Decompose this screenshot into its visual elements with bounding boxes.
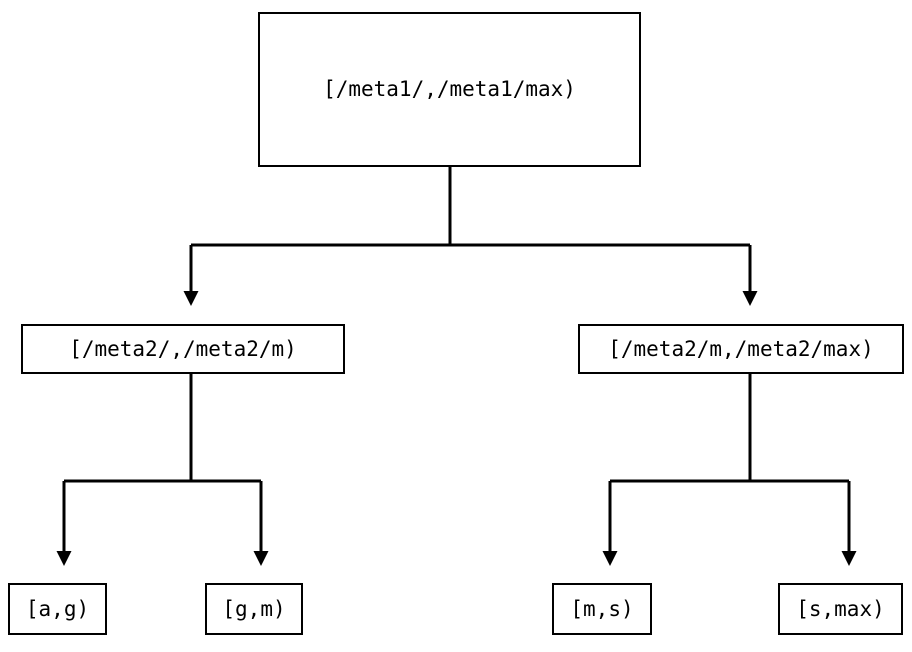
tree-node-mid-right-label: [/meta2/m,/meta2/max) [608, 336, 874, 361]
tree-node-leaf-gm-label: [g,m) [222, 596, 286, 621]
tree-node-leaf-ms-label: [m,s) [570, 596, 634, 621]
tree-node-leaf-ag-label: [a,g) [25, 596, 90, 621]
edge-midright-to-leaves [608, 374, 851, 551]
arrowhead-icon-mid-right [742, 291, 758, 306]
arrowhead-icon-leaf-ag [56, 551, 72, 566]
tree-node-mid-left-label: [/meta2/,/meta2/m) [69, 336, 297, 361]
edge-root-to-mid [189, 167, 752, 291]
tree-node-leaf-ag[interactable]: [a,g) [8, 583, 107, 635]
tree-node-leaf-gm[interactable]: [g,m) [205, 583, 303, 635]
tree-node-leaf-ms[interactable]: [m,s) [552, 583, 652, 635]
arrowhead-icon-leaf-smax [841, 551, 857, 566]
edge-midleft-to-leaves [62, 374, 263, 551]
arrowhead-icon-leaf-gm [253, 551, 269, 566]
tree-node-mid-right[interactable]: [/meta2/m,/meta2/max) [578, 324, 904, 374]
arrowhead-icon-mid-left [183, 291, 199, 306]
tree-node-leaf-smax[interactable]: [s,max) [778, 583, 903, 635]
arrowhead-icon-leaf-ms [602, 551, 618, 566]
tree-node-leaf-smax-label: [s,max) [796, 596, 885, 621]
tree-node-root-label: [/meta1/,/meta1/max) [323, 77, 576, 101]
tree-node-mid-left[interactable]: [/meta2/,/meta2/m) [21, 324, 345, 374]
tree-node-root[interactable]: [/meta1/,/meta1/max) [258, 12, 641, 167]
